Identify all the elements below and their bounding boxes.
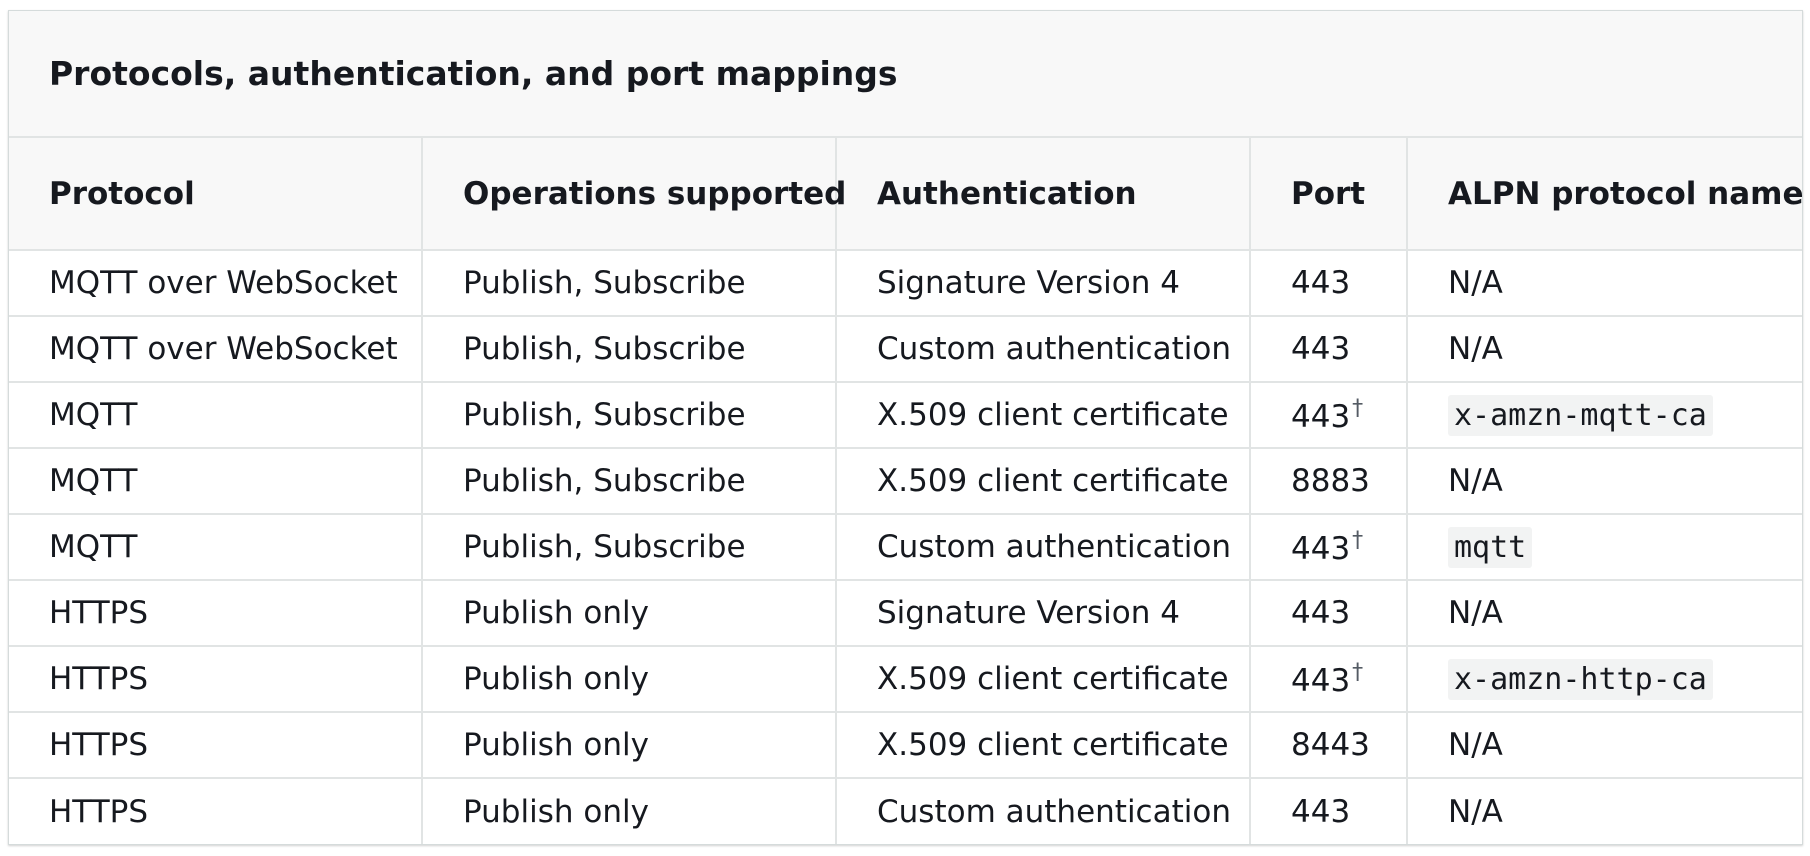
port-value: 443 xyxy=(1291,530,1351,567)
cell-authentication: Signature Version 4 xyxy=(836,580,1251,647)
cell-alpn: x-amzn-http-ca xyxy=(1407,646,1802,713)
alpn-value: N/A xyxy=(1448,595,1503,631)
port-value: 443 xyxy=(1291,398,1351,435)
port-value: 443 xyxy=(1291,793,1351,830)
cell-port: 8443 xyxy=(1250,712,1408,779)
port-value: 443 xyxy=(1291,331,1351,367)
cell-protocol: MQTT xyxy=(9,382,423,449)
cell-authentication: Custom authentication xyxy=(836,514,1251,581)
protocol-mappings-table: Protocol Operations supported Authentica… xyxy=(9,138,1804,844)
protocol-mappings-table-container: Protocols, authentication, and port mapp… xyxy=(8,10,1804,845)
cell-operations: Publish only xyxy=(422,580,837,647)
cell-alpn: N/A xyxy=(1407,316,1802,383)
cell-protocol: HTTPS xyxy=(9,712,423,779)
cell-alpn: N/A xyxy=(1407,250,1802,317)
alpn-value: N/A xyxy=(1448,727,1503,763)
cell-port: 8883 xyxy=(1250,448,1408,515)
cell-protocol: HTTPS xyxy=(9,580,423,647)
alpn-value: N/A xyxy=(1448,331,1503,367)
cell-port: 443† xyxy=(1250,646,1408,713)
alpn-value: N/A xyxy=(1448,265,1503,301)
cell-alpn: mqtt xyxy=(1407,514,1802,581)
port-footnote-marker: † xyxy=(1352,659,1364,685)
cell-authentication: X.509 client certificate xyxy=(836,382,1251,449)
cell-authentication: Signature Version 4 xyxy=(836,250,1251,317)
cell-operations: Publish only xyxy=(422,646,837,713)
cell-protocol: HTTPS xyxy=(9,778,423,844)
cell-alpn: N/A xyxy=(1407,448,1802,515)
cell-protocol: MQTT over WebSocket xyxy=(9,250,423,317)
cell-operations: Publish, Subscribe xyxy=(422,250,837,317)
cell-authentication: Custom authentication xyxy=(836,778,1251,844)
port-footnote-marker: † xyxy=(1352,527,1364,553)
column-header-protocol: Protocol xyxy=(9,138,423,251)
cell-protocol: MQTT xyxy=(9,514,423,581)
cell-authentication: X.509 client certificate xyxy=(836,646,1251,713)
column-header-operations: Operations supported xyxy=(422,138,846,251)
cell-port: 443 xyxy=(1250,250,1408,317)
cell-port: 443 xyxy=(1250,778,1408,844)
cell-operations: Publish only xyxy=(422,712,837,779)
cell-operations: Publish, Subscribe xyxy=(422,316,837,383)
cell-port: 443 xyxy=(1250,580,1408,647)
cell-authentication: X.509 client certificate xyxy=(836,712,1251,779)
cell-alpn: N/A xyxy=(1407,712,1802,779)
column-header-authentication: Authentication xyxy=(836,138,1251,251)
port-footnote-marker: † xyxy=(1352,395,1364,421)
cell-alpn: x-amzn-mqtt-ca xyxy=(1407,382,1802,449)
cell-authentication: Custom authentication xyxy=(836,316,1251,383)
alpn-code: x-amzn-mqtt-ca xyxy=(1448,395,1713,436)
cell-operations: Publish only xyxy=(422,778,837,844)
cell-operations: Publish, Subscribe xyxy=(422,514,837,581)
alpn-value: N/A xyxy=(1448,793,1503,830)
cell-protocol: HTTPS xyxy=(9,646,423,713)
table-caption: Protocols, authentication, and port mapp… xyxy=(49,54,898,93)
cell-protocol: MQTT xyxy=(9,448,423,515)
table-caption-bar: Protocols, authentication, and port mapp… xyxy=(9,11,1802,138)
port-value: 8883 xyxy=(1291,463,1370,499)
cell-alpn: N/A xyxy=(1407,580,1802,647)
cell-operations: Publish, Subscribe xyxy=(422,382,837,449)
cell-port: 443 xyxy=(1250,316,1408,383)
cell-protocol: MQTT over WebSocket xyxy=(9,316,423,383)
alpn-code: x-amzn-http-ca xyxy=(1448,659,1713,700)
cell-port: 443† xyxy=(1250,382,1408,449)
port-value: 443 xyxy=(1291,265,1351,301)
alpn-value: N/A xyxy=(1448,463,1503,499)
alpn-code: mqtt xyxy=(1448,527,1533,568)
port-value: 8443 xyxy=(1291,727,1370,763)
column-header-port: Port xyxy=(1250,138,1408,251)
cell-operations: Publish, Subscribe xyxy=(422,448,837,515)
port-value: 443 xyxy=(1291,595,1351,631)
cell-alpn: N/A xyxy=(1407,778,1802,844)
cell-port: 443† xyxy=(1250,514,1408,581)
port-value: 443 xyxy=(1291,662,1351,699)
cell-authentication: X.509 client certificate xyxy=(836,448,1251,515)
column-header-alpn: ALPN protocol name xyxy=(1407,138,1804,251)
table-header-row: Protocol Operations supported Authentica… xyxy=(9,138,1804,251)
